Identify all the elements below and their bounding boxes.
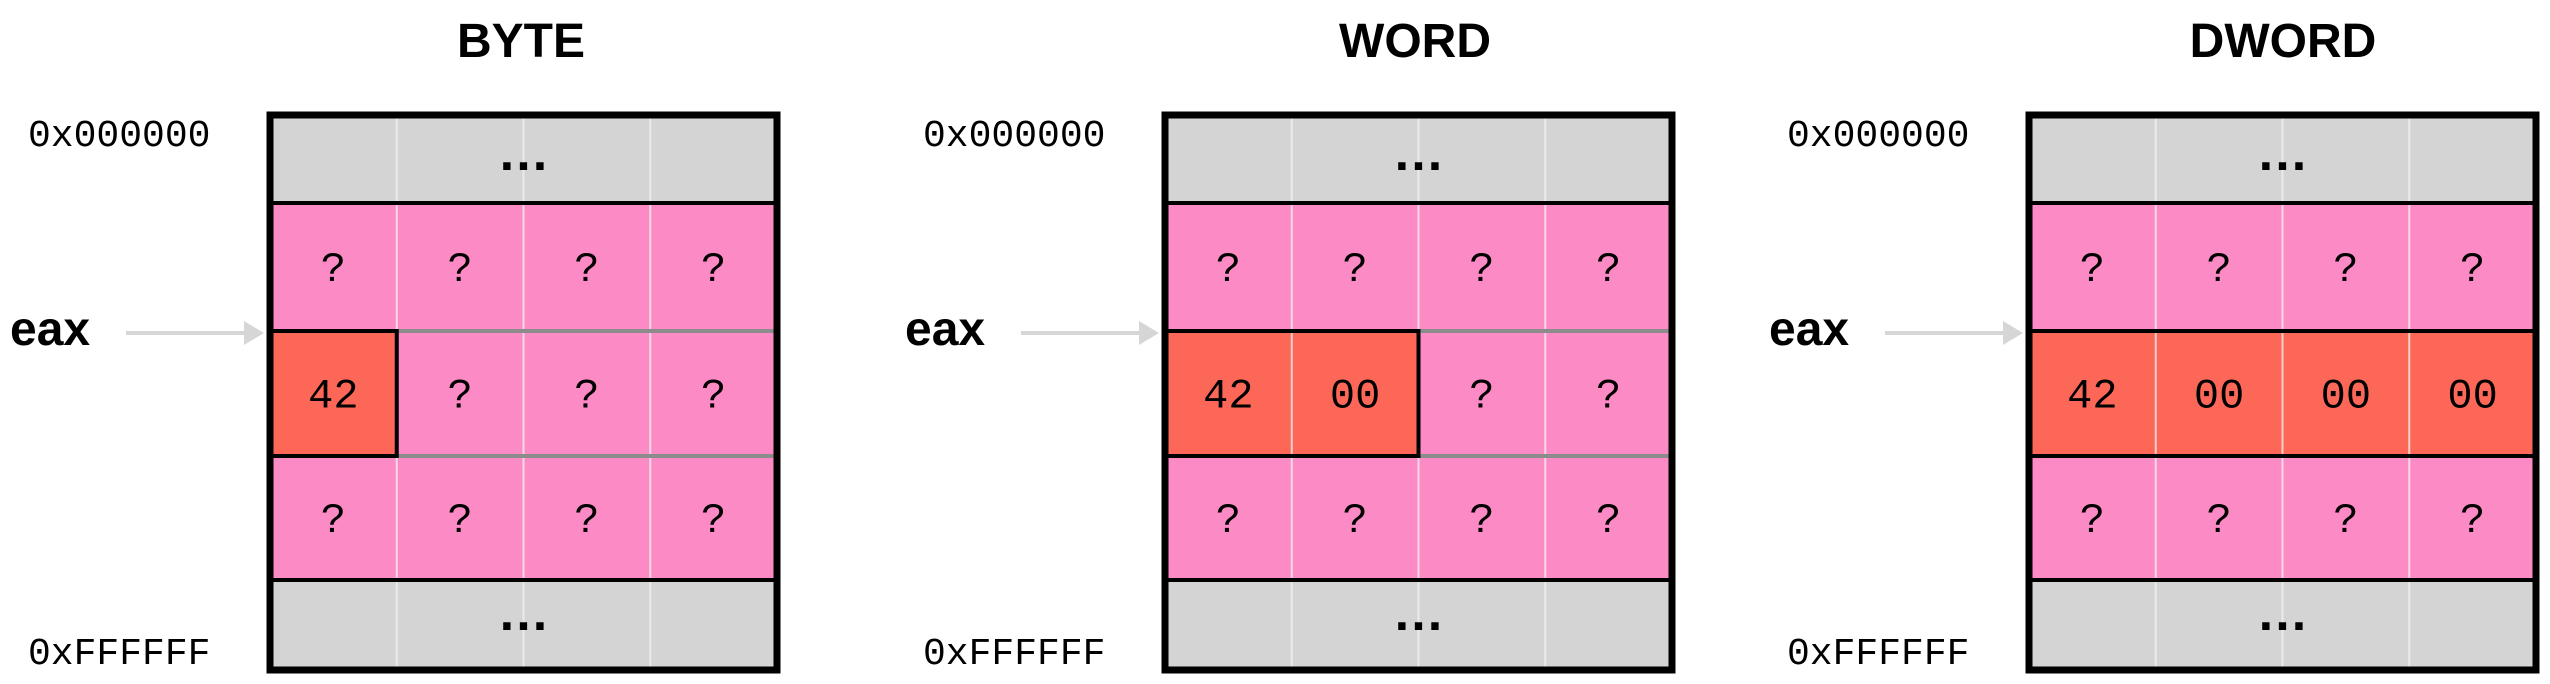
register-label: eax bbox=[10, 303, 90, 356]
unknown-byte-cell: ? bbox=[448, 246, 473, 294]
unknown-byte-cell: ? bbox=[574, 246, 599, 294]
register-label: eax bbox=[905, 303, 985, 356]
unknown-byte-cell: ? bbox=[1596, 246, 1621, 294]
panel-word: WORD 0x000000 0xFFFFFF eax … …???? 42 00?????? bbox=[905, 15, 1676, 676]
unknown-byte-cell: ? bbox=[1469, 497, 1494, 545]
unknown-byte-cell: ? bbox=[701, 246, 726, 294]
unknown-byte-cell: ? bbox=[2080, 246, 2105, 294]
unknown-byte-cell: ? bbox=[2080, 497, 2105, 545]
unknown-byte-cell: ? bbox=[701, 497, 726, 545]
unknown-byte-cell: ? bbox=[1469, 373, 1494, 421]
unknown-byte-cell: ? bbox=[574, 373, 599, 421]
unknown-byte-cell: ? bbox=[1216, 246, 1241, 294]
loaded-byte-cell: 42 bbox=[1203, 373, 1253, 421]
unknown-byte-cell: ? bbox=[321, 246, 346, 294]
panel-title: WORD bbox=[1339, 15, 1491, 68]
memory-frame bbox=[266, 111, 781, 674]
pointer-arrowhead-icon bbox=[2003, 321, 2023, 345]
loaded-byte-cell: 00 bbox=[2447, 373, 2497, 421]
loaded-byte-cell: 00 bbox=[2321, 373, 2371, 421]
unknown-byte-cell: ? bbox=[574, 497, 599, 545]
loaded-bytes-highlight bbox=[270, 331, 397, 456]
ellipsis-top: … bbox=[498, 124, 550, 182]
memory-frame bbox=[1161, 111, 1676, 674]
unknown-byte-cell: ? bbox=[321, 497, 346, 545]
unknown-byte-cell: ? bbox=[1343, 497, 1368, 545]
register-label: eax bbox=[1769, 303, 1849, 356]
loaded-byte-cell: 42 bbox=[308, 373, 358, 421]
pointer-arrowhead-icon bbox=[244, 321, 264, 345]
address-bottom-label: 0xFFFFFF bbox=[1787, 633, 1969, 676]
panel-dword: DWORD 0x000000 0xFFFFFF eax … …???? 42 00 00 00??… bbox=[1769, 15, 2540, 676]
ellipsis-bottom: … bbox=[1393, 584, 1445, 642]
panel-title: BYTE bbox=[457, 15, 585, 68]
unknown-byte-cell: ? bbox=[2207, 497, 2232, 545]
unknown-byte-cell: ? bbox=[2207, 246, 2232, 294]
unknown-byte-cell: ? bbox=[701, 373, 726, 421]
unknown-byte-cell: ? bbox=[2460, 497, 2485, 545]
loaded-byte-cell: 42 bbox=[2067, 373, 2117, 421]
memory-frame bbox=[2025, 111, 2540, 674]
unknown-byte-cell: ? bbox=[448, 373, 473, 421]
panel-byte: BYTE 0x000000 0xFFFFFF eax … …???? 42??????? bbox=[10, 15, 781, 676]
ellipsis-bottom: … bbox=[2257, 584, 2309, 642]
address-top-label: 0x000000 bbox=[1787, 115, 1969, 158]
address-bottom-label: 0xFFFFFF bbox=[923, 633, 1105, 676]
unknown-byte-cell: ? bbox=[1596, 497, 1621, 545]
address-bottom-label: 0xFFFFFF bbox=[28, 633, 210, 676]
unknown-byte-cell: ? bbox=[2333, 246, 2358, 294]
loaded-byte-cell: 00 bbox=[2194, 373, 2244, 421]
unknown-byte-cell: ? bbox=[1469, 246, 1494, 294]
unknown-byte-cell: ? bbox=[1596, 373, 1621, 421]
panel-title: DWORD bbox=[2190, 15, 2377, 68]
unknown-byte-cell: ? bbox=[448, 497, 473, 545]
ellipsis-bottom: … bbox=[498, 584, 550, 642]
unknown-byte-cell: ? bbox=[2333, 497, 2358, 545]
unknown-byte-cell: ? bbox=[2460, 246, 2485, 294]
loaded-byte-cell: 00 bbox=[1330, 373, 1380, 421]
ellipsis-top: … bbox=[1393, 124, 1445, 182]
address-top-label: 0x000000 bbox=[923, 115, 1105, 158]
unknown-byte-cell: ? bbox=[1343, 246, 1368, 294]
pointer-arrowhead-icon bbox=[1139, 321, 1159, 345]
ellipsis-top: … bbox=[2257, 124, 2309, 182]
address-top-label: 0x000000 bbox=[28, 115, 210, 158]
unknown-byte-cell: ? bbox=[1216, 497, 1241, 545]
